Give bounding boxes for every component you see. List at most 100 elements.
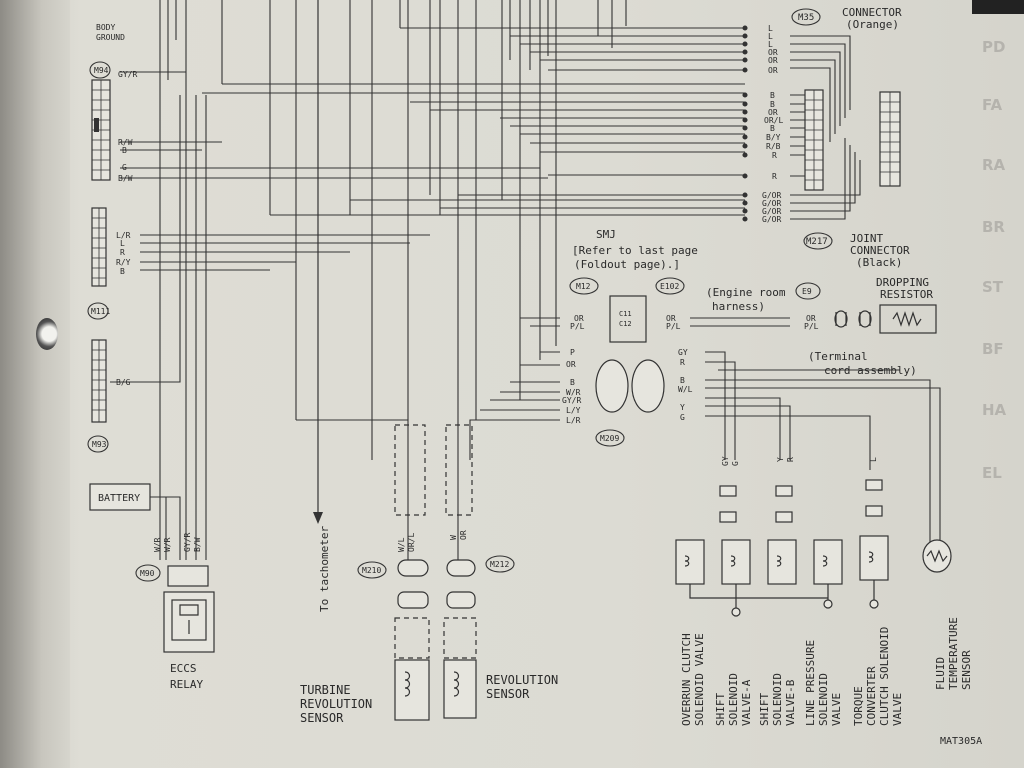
side-tab[interactable]: HA xyxy=(982,401,1007,419)
wire-code: B/G xyxy=(116,378,131,387)
wire-code: R/Y xyxy=(116,258,131,267)
wire-code: OR xyxy=(768,66,778,75)
connector-m209 xyxy=(595,359,665,413)
wire-code: P xyxy=(570,348,575,357)
fluid-temperature-sensor xyxy=(922,539,952,573)
wire-code: R xyxy=(680,358,685,367)
side-tab[interactable]: RA xyxy=(982,156,1006,174)
connector-name: JOINT xyxy=(850,232,883,245)
wire-code: W/R xyxy=(566,388,581,397)
connector-id: M35 xyxy=(798,13,814,23)
side-tab[interactable]: ST xyxy=(982,278,1004,296)
wire-code: W/R xyxy=(153,537,162,552)
wire-code: L xyxy=(768,24,773,33)
fluid-sensor-label: FLUID xyxy=(934,657,947,690)
connector-id-badges xyxy=(87,8,833,582)
wire-code: Y xyxy=(680,403,685,412)
wire-code: OR xyxy=(666,314,676,323)
connector-name: CONNECTOR xyxy=(842,6,902,19)
shift-valve-a-label: VALVE-A xyxy=(740,679,753,726)
smj-pin: C11 xyxy=(619,310,632,318)
connector-color: (Orange) xyxy=(846,18,899,31)
wire-code: P/L xyxy=(666,322,681,331)
engine-room-label: harness) xyxy=(712,300,765,313)
connector-grid-lines xyxy=(92,80,110,422)
wire-code: B xyxy=(120,267,125,276)
connector-id: M111 xyxy=(91,307,110,316)
wire-code: L/Y xyxy=(566,406,581,415)
dropping-resistor-label: RESISTOR xyxy=(880,288,933,301)
engine-room-label: (Engine room xyxy=(706,286,786,299)
turbine-sensor-label: SENSOR xyxy=(300,711,344,725)
connector-id: M209 xyxy=(600,434,619,443)
wire-code: B xyxy=(570,378,575,387)
connector-id: M93 xyxy=(92,440,107,449)
fluid-sensor-label: SENSOR xyxy=(960,650,973,690)
wire-code: GY xyxy=(678,348,688,357)
side-tab[interactable]: BF xyxy=(982,340,1004,358)
wire-code: G xyxy=(122,163,127,172)
wire-code: L xyxy=(869,457,878,462)
wire-code: B xyxy=(770,100,775,109)
wire-code: G/OR xyxy=(762,191,781,200)
wire-code: W/L xyxy=(678,385,693,394)
line-pressure-valve-label: SOLENOID xyxy=(817,673,830,726)
wire-code: GY/R xyxy=(562,396,581,405)
revolution-sensor-label: SENSOR xyxy=(486,687,530,701)
wire-code: W xyxy=(449,535,458,540)
wire-code: R xyxy=(120,248,125,257)
connector-id: M217 xyxy=(806,237,828,247)
side-tab[interactable]: EL xyxy=(982,464,1002,482)
wire-code: B xyxy=(770,124,775,133)
connector-id: M210 xyxy=(362,566,381,575)
wire-code: B/Y xyxy=(766,133,781,142)
wire-code: B xyxy=(680,376,685,385)
wire-code: L xyxy=(768,32,773,41)
shift-valve-a-label: SOLENOID xyxy=(727,673,740,726)
fluid-sensor-label: TEMPERATURE xyxy=(947,617,960,690)
revolution-sensor xyxy=(443,424,477,719)
arrow-down-icon xyxy=(313,512,323,524)
overrun-valve-label: OVERRUN CLUTCH xyxy=(680,633,693,726)
page-corner-tab xyxy=(972,0,1024,14)
battery-label: BATTERY xyxy=(98,493,140,504)
smj-label: SMJ xyxy=(596,228,616,241)
eccs-relay-label: ECCS xyxy=(170,662,197,675)
wire-code: OR xyxy=(459,530,468,540)
wire-code: R/B xyxy=(766,142,781,151)
wire-bundle xyxy=(110,0,941,560)
side-tab[interactable]: FA xyxy=(982,96,1003,114)
body-ground-label: GROUND xyxy=(96,33,125,42)
wire-code: GY xyxy=(721,456,730,466)
wire-code: OR xyxy=(566,360,576,369)
line-pressure-valve-label: LINE PRESSURE xyxy=(804,640,817,726)
torque-converter-valve-label: VALVE xyxy=(891,693,904,726)
binder-ring-hole xyxy=(36,318,58,350)
tachometer-label: To tachometer xyxy=(318,526,331,612)
connector-id: E102 xyxy=(660,282,679,291)
smj-label: (Foldout page).] xyxy=(574,258,680,271)
wire-code: OR xyxy=(806,314,816,323)
connector-marker xyxy=(94,118,99,132)
eccs-relay-label: RELAY xyxy=(170,678,203,691)
side-tab[interactable]: PD xyxy=(982,38,1005,56)
wire-code: W/L xyxy=(397,537,406,552)
smj-connector-box xyxy=(609,295,647,343)
shift-valve-b-label: SHIFT xyxy=(758,693,771,726)
wire-code: L/R xyxy=(116,231,131,240)
connector-id: M94 xyxy=(94,66,109,75)
side-tab[interactable]: BR xyxy=(982,218,1005,236)
connector-id: M90 xyxy=(140,569,155,578)
wire-code: GY/R xyxy=(118,70,137,79)
wire-code: OR xyxy=(768,48,778,57)
wire-code: G/OR xyxy=(762,215,781,224)
wire-code: B/W xyxy=(193,537,202,552)
wire-code: G/OR xyxy=(762,207,781,216)
wire-code: R xyxy=(772,172,777,181)
book-spine xyxy=(0,0,70,768)
wire-code: P/L xyxy=(804,322,819,331)
overrun-valve-label: SOLENOID VALVE xyxy=(693,633,706,726)
wire-code: B xyxy=(770,91,775,100)
wire-code: OR/L xyxy=(764,116,783,125)
connector-id: M12 xyxy=(576,282,591,291)
